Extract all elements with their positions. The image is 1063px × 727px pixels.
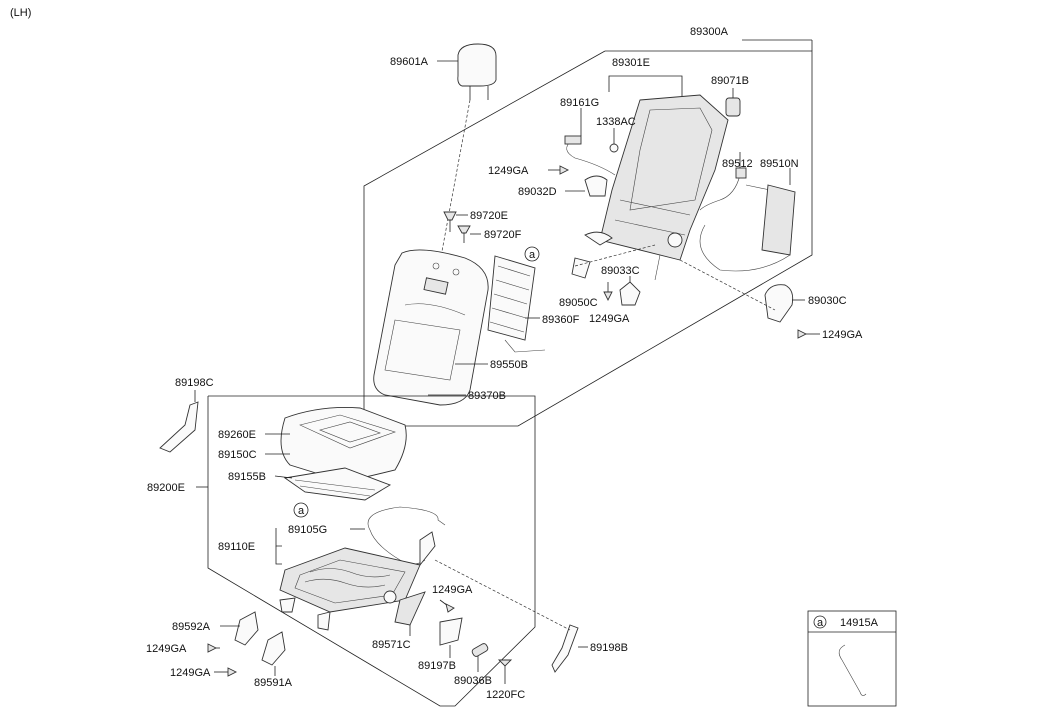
label-89571C: 89571C [372, 639, 411, 651]
label-1338AC: 1338AC [596, 116, 636, 128]
label-89260E: 89260E [218, 429, 256, 441]
label-89198C: 89198C [175, 377, 214, 389]
screw-1249GA-f [214, 667, 238, 677]
cushion-group-outline [207, 395, 536, 707]
label-89197B: 89197B [418, 660, 456, 672]
label-89300A: 89300A [690, 26, 729, 38]
label-89110E: 89110E [218, 541, 255, 553]
label-89033C: 89033C [601, 265, 640, 277]
label-89030C: 89030C [808, 295, 847, 307]
part-labels: 89300A 89301E 89601A 89071B 89161G 1338A… [146, 26, 863, 701]
label-89360F: 89360F [542, 314, 580, 326]
mesh-pad-89155B [283, 467, 392, 501]
label-89200E: 89200E [147, 482, 185, 494]
inset-marker: a [817, 617, 824, 629]
callout-marker-lower: a [298, 505, 305, 517]
label-89150C: 89150C [218, 449, 257, 461]
label-89592A: 89592A [172, 621, 211, 633]
label-89370B: 89370B [468, 390, 506, 402]
wire-89161G [566, 139, 616, 176]
inset-box-14915A [807, 610, 897, 707]
seat-cushion [280, 407, 407, 483]
callout-marker-upper: a [529, 249, 536, 261]
screw-1249GA-e [207, 643, 220, 653]
label-1249GA-e: 1249GA [146, 643, 187, 655]
label-1249GA-f: 1249GA [170, 667, 211, 679]
label-89550B: 89550B [490, 359, 528, 371]
part-89198B [551, 624, 579, 673]
label-1249GA-c: 1249GA [822, 329, 863, 341]
seatback-frame [584, 94, 729, 281]
label-89512: 89512 [722, 158, 753, 170]
part-89071B [725, 97, 741, 117]
label-89050C: 89050C [559, 297, 598, 309]
label-89071B: 89071B [711, 75, 749, 87]
label-1249GA-d: 1249GA [432, 584, 473, 596]
label-89105G: 89105G [288, 524, 327, 536]
part-89720F [457, 225, 471, 243]
pad-89510N [761, 184, 796, 256]
wire-89105G [367, 506, 446, 565]
part-89036B [471, 643, 489, 657]
label-89720F: 89720F [484, 229, 522, 241]
label-89510N: 89510N [760, 158, 799, 170]
label-1249GA-a: 1249GA [488, 165, 529, 177]
part-89197B [439, 617, 463, 646]
part-1338AC [609, 143, 619, 153]
side-label: (LH) [10, 7, 31, 19]
label-89720E: 89720E [470, 210, 508, 222]
part-89033C [619, 281, 641, 306]
mesh-pad-89360F [487, 255, 546, 353]
headrest [457, 43, 497, 100]
screw-1249GA-d [439, 599, 455, 613]
part-89592A [234, 611, 259, 646]
part-89050C [571, 257, 591, 279]
wire-89512 [699, 174, 741, 211]
label-89301E: 89301E [612, 57, 650, 69]
cover-89030C [764, 284, 794, 323]
label-1220FC: 1220FC [486, 689, 525, 701]
label-89601A: 89601A [390, 56, 429, 68]
label-89161G: 89161G [560, 97, 599, 109]
label-89198B: 89198B [590, 642, 628, 654]
part-89591A [261, 631, 286, 666]
label-89036B: 89036B [454, 675, 492, 687]
label-89032D: 89032D [518, 186, 557, 198]
label-1249GA-b: 1249GA [589, 313, 630, 325]
inset-part-label: 14915A [840, 617, 879, 629]
part-89198C [159, 401, 199, 453]
part-89720E [443, 211, 457, 232]
bracket-89301E [608, 75, 683, 108]
label-89591A: 89591A [254, 677, 293, 689]
part-89032D [584, 175, 608, 197]
screw-1249GA-a [548, 165, 570, 175]
seatback-cushion [373, 249, 489, 406]
label-89155B: 89155B [228, 471, 266, 483]
screw-1220FC [497, 659, 513, 667]
